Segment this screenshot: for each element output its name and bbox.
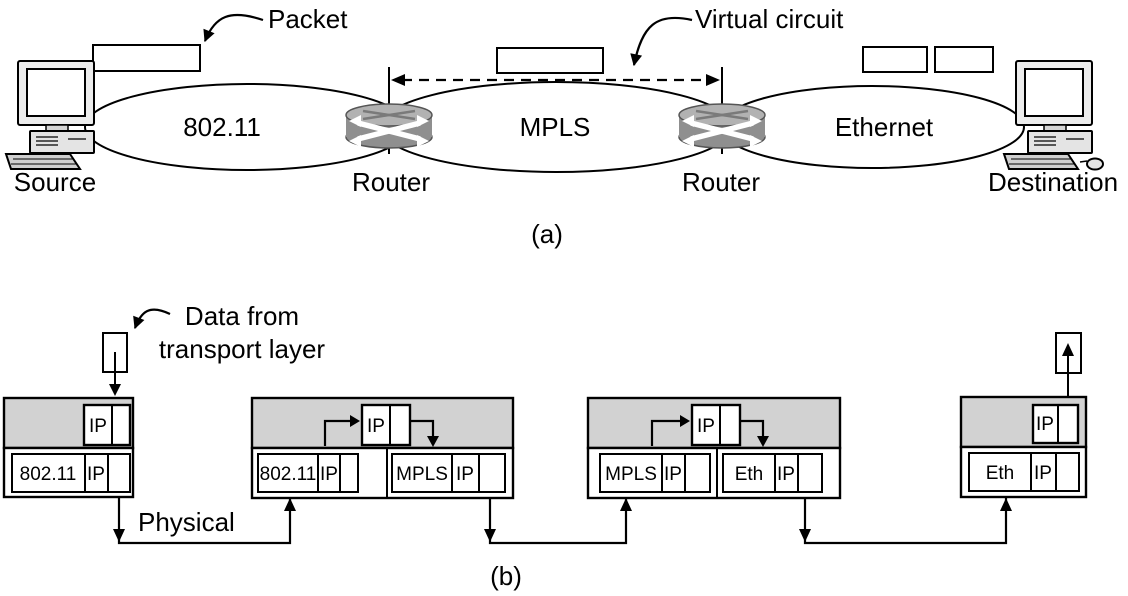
- router-arrowhead: [349, 115, 361, 127]
- router-icon-left: [345, 103, 433, 149]
- packet-box-mpls: [496, 47, 604, 74]
- transport-data-arrowhead-down: [109, 384, 121, 396]
- router-arrow-line: [357, 120, 421, 142]
- router-arrowhead: [417, 135, 429, 147]
- physical-link-3: [803, 498, 1008, 545]
- transport-data-arrowhead-up: [1062, 343, 1074, 356]
- router-arrowhead: [417, 115, 429, 127]
- frame-box: [11, 453, 131, 493]
- keyboard: [1002, 153, 1080, 170]
- destination-computer-icon: [1002, 60, 1104, 171]
- router-arrowhead: [682, 115, 694, 127]
- encapsulate-arrow: [740, 419, 765, 437]
- protocol-stack-source: IP 802.11 IP: [2, 396, 135, 499]
- physical-arrowhead-down-1: [113, 529, 125, 542]
- network-label-mpls: MPLS: [520, 112, 591, 142]
- computer-case: [29, 130, 95, 154]
- router-arrowhead: [682, 135, 694, 147]
- router-right-label: Router: [682, 167, 760, 197]
- frame-box: [599, 453, 711, 493]
- decapsulate-arrow: [323, 419, 350, 446]
- frame-ip-label: IP: [320, 464, 338, 485]
- monitor-screen: [26, 68, 86, 117]
- protocol-stack-router2: IP MPLS IP Eth IP: [586, 396, 842, 500]
- physical-arrowhead-up-1: [284, 498, 296, 511]
- router-icon-right: [678, 103, 766, 149]
- data-from-transport-pointer-arrow: [133, 308, 171, 330]
- physical-arrowhead-up-2: [620, 498, 632, 511]
- router-arrowhead: [349, 135, 361, 147]
- mouse: [1086, 157, 1104, 171]
- packet-pointer-arrow: [203, 13, 264, 43]
- decapsulate-arrowhead: [680, 415, 690, 427]
- computer-case: [1027, 130, 1093, 154]
- frame-header-label: 802.11: [260, 464, 317, 485]
- network-label-80211: 802.11: [183, 112, 261, 142]
- frame-header-label: Eth: [986, 463, 1015, 484]
- packet-box-ethernet-2: [934, 46, 994, 73]
- packet-box-80211: [92, 44, 201, 72]
- keyboard: [4, 153, 82, 170]
- ip-packet-box: [690, 403, 742, 447]
- frame-ip-label: IP: [456, 464, 474, 485]
- caption-b: (b): [490, 561, 522, 591]
- source-computer-icon: [4, 60, 95, 170]
- frame-box: [391, 453, 506, 493]
- part-a: Packet Virtual circuit 802.11 MPLS Ether…: [4, 4, 1118, 249]
- physical-label: Physical: [138, 507, 235, 537]
- virtual-circuit-arrowhead-left: [391, 74, 405, 86]
- physical-arrowhead-up-3: [1000, 498, 1012, 511]
- frame-box: [257, 453, 359, 493]
- decapsulate-arrow: [650, 419, 680, 446]
- frame-header-label: MPLS: [605, 464, 657, 485]
- packet-label: Packet: [268, 4, 348, 34]
- physical-arrowhead-down-2: [484, 529, 496, 542]
- virtual-circuit-label: Virtual circuit: [695, 4, 844, 34]
- frame-box: [722, 453, 823, 493]
- router-top-cross: [695, 109, 749, 121]
- ip-packet-label: IP: [697, 416, 715, 437]
- ip-packet-box: [360, 403, 412, 447]
- packet-box-ethernet-1: [862, 46, 928, 73]
- data-from-transport-label-line2: transport layer: [159, 334, 326, 364]
- protocol-stack-router1: IP 802.11 IP MPLS IP: [250, 396, 515, 500]
- part-b: Data from transport layer IP 802.11 IP P…: [2, 301, 1088, 591]
- encapsulate-arrowhead: [757, 436, 769, 447]
- router-top-cross: [362, 109, 416, 121]
- encapsulate-arrow: [410, 419, 435, 437]
- frame-header-label: MPLS: [396, 464, 448, 485]
- router-arrowhead: [750, 135, 762, 147]
- frame-ip-label: IP: [1034, 463, 1052, 484]
- frame-header-label: Eth: [735, 464, 764, 485]
- ip-packet-label: IP: [1036, 414, 1054, 435]
- encapsulate-arrowhead: [427, 436, 439, 447]
- network-label-ethernet: Ethernet: [835, 112, 934, 142]
- decapsulate-arrowhead: [350, 415, 360, 427]
- frame-header-label: 802.11: [20, 464, 77, 485]
- source-label: Source: [14, 167, 96, 197]
- physical-link-1: [117, 497, 292, 545]
- frame-ip-label: IP: [664, 464, 682, 485]
- frame-ip-label: IP: [87, 464, 105, 485]
- data-from-transport-label-line1: Data from: [185, 301, 299, 331]
- router-left-label: Router: [352, 167, 430, 197]
- ip-packet-box: [1031, 403, 1080, 445]
- router-arrowhead: [750, 115, 762, 127]
- ip-packet-label: IP: [367, 416, 385, 437]
- monitor-screen: [1024, 68, 1084, 117]
- physical-arrowhead-down-3: [799, 529, 811, 542]
- ip-packet-label: IP: [89, 416, 107, 437]
- router-arrow-line: [690, 120, 754, 142]
- virtual-circuit-arrowhead-right: [706, 74, 720, 86]
- physical-link-2: [488, 498, 628, 545]
- protocol-stack-destination: IP Eth IP: [959, 395, 1088, 499]
- frame-ip-label: IP: [777, 464, 795, 485]
- ip-packet-box: [82, 403, 132, 447]
- virtual-circuit-pointer-arrow: [630, 16, 693, 67]
- mouse-cord: [1079, 160, 1088, 163]
- caption-a: (a): [531, 219, 563, 249]
- destination-label: Destination: [988, 167, 1118, 197]
- frame-box: [968, 452, 1080, 492]
